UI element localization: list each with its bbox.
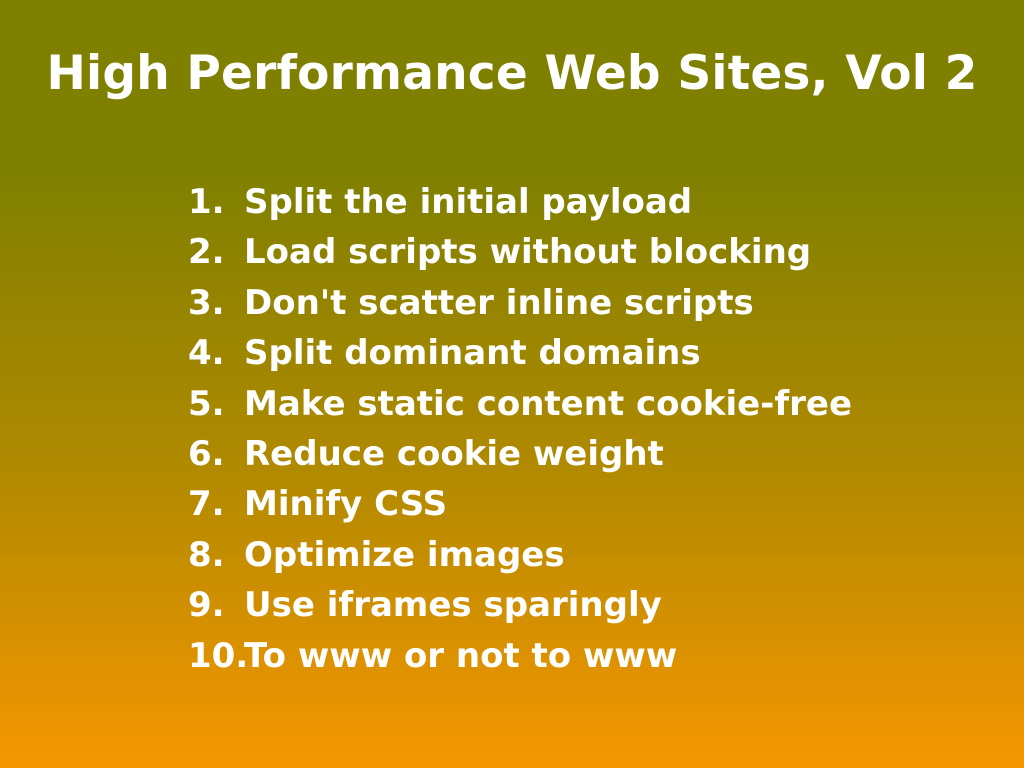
list-item-text: Minify CSS — [244, 484, 448, 525]
list-item-number: 7. — [188, 484, 225, 525]
list-item: 8. Optimize images — [188, 530, 852, 580]
list-item-number: 10. — [188, 635, 249, 676]
list-item-text: Split dominant domains — [244, 333, 701, 374]
list-item: 5. Make static content cookie-free — [188, 379, 852, 429]
list-item-number: 5. — [188, 383, 225, 424]
numbered-list: 1. Split the initial payload 2. Load scr… — [188, 177, 852, 681]
slide-title: High Performance Web Sites, Vol 2 — [46, 46, 978, 101]
list-item-text: Make static content cookie-free — [244, 383, 853, 424]
list-item-text: Reduce cookie weight — [244, 433, 664, 474]
list-item-number: 3. — [188, 282, 225, 323]
list-item-text: Load scripts without blocking — [244, 232, 812, 273]
list-item-text: Use iframes sparingly — [244, 585, 662, 626]
list-item-number: 9. — [188, 585, 225, 626]
list-item: 10. To www or not to www — [188, 631, 852, 681]
list-item-number: 6. — [188, 433, 225, 474]
list-item-number: 8. — [188, 534, 225, 575]
list-item: 3. Don't scatter inline scripts — [188, 278, 852, 328]
list-item: 9. Use iframes sparingly — [188, 580, 852, 630]
list-item-number: 2. — [188, 232, 225, 273]
list-item: 7. Minify CSS — [188, 479, 852, 529]
list-item-text: Don't scatter inline scripts — [244, 282, 754, 323]
list-item-number: 4. — [188, 333, 225, 374]
list-item-number: 1. — [188, 182, 225, 222]
list-item-text: Optimize images — [244, 534, 565, 575]
list-item: 4. Split dominant domains — [188, 328, 852, 378]
list-item: 6. Reduce cookie weight — [188, 429, 852, 479]
list-item: 1. Split the initial payload — [188, 177, 852, 227]
list-item: 2. Load scripts without blocking — [188, 227, 852, 277]
list-item-text: To www or not to www — [244, 635, 678, 676]
list-item-text: Split the initial payload — [244, 182, 693, 222]
